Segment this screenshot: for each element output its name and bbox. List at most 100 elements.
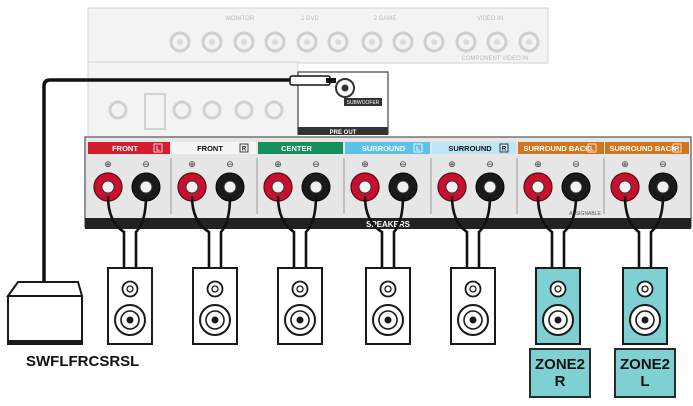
terminal-positive-hole-3: [358, 180, 372, 194]
speakers-bar-label: SPEAKERS: [366, 220, 411, 229]
speaker-tweeter-1: [206, 280, 224, 298]
panel-label-4: COMPONENT VIDEO IN: [462, 56, 529, 62]
video-jack-7: [392, 31, 414, 53]
channel-label-4: SURROUND: [448, 144, 492, 153]
speaker-tweeter-core-4: [469, 285, 477, 293]
channel-mark-3: L: [416, 147, 420, 153]
channel-label-5: SURROUND BACK: [523, 144, 591, 153]
channel-mark-box-3: [413, 143, 423, 153]
video-jack-center-1: [209, 39, 215, 45]
speaker-tweeter-core-3: [384, 285, 392, 293]
video-jack-5: [327, 31, 349, 53]
speaker-woofer-core-6: [641, 316, 649, 324]
cable-positive-3: [363, 195, 384, 268]
pre-out-bar: [298, 127, 388, 135]
cable-positive-6: [623, 195, 641, 268]
speaker-tweeter-core-0: [126, 285, 134, 293]
terminal-negative-hole-3: [396, 180, 410, 194]
channel-label-3: SURROUND: [362, 144, 406, 153]
speaker-woofer-ring-6: [635, 310, 655, 330]
terminal-minus-sign-1: ⊖: [226, 159, 234, 169]
subwoofer-icon: [7, 295, 83, 345]
cable-negative-0: [134, 195, 148, 268]
subwoofer-base: [8, 340, 82, 344]
video-jack-center-2: [241, 39, 247, 45]
video-jack-center-10: [494, 39, 500, 45]
terminal-positive-hole-5: [531, 180, 545, 194]
terminal-minus-sign-5: ⊖: [572, 159, 580, 169]
zone2-l-line1: ZONE2: [619, 356, 670, 373]
speaker-tweeter-core-5: [554, 285, 562, 293]
cable-negative-5: [562, 195, 578, 268]
channel-mark-4: R: [502, 147, 507, 153]
channel-label-2: CENTER: [281, 144, 312, 153]
zone2-r-label: ZONE2 R: [529, 348, 591, 398]
video-jack-10: [486, 31, 508, 53]
audio-jack-2: [202, 100, 222, 120]
video-jack-center-4: [304, 39, 310, 45]
video-jack-4: [296, 31, 318, 53]
channel-mark-1: R: [242, 147, 247, 153]
video-jack-11: [518, 31, 540, 53]
speaker-tweeter-0: [121, 280, 139, 298]
video-jack-center-8: [431, 39, 437, 45]
channel-label-bg-0: [88, 142, 170, 154]
video-jack-center-7: [400, 39, 406, 45]
video-jack-9: [455, 31, 477, 53]
zone2-r-line2: R: [554, 373, 566, 390]
panel-label-0: 1 DVD: [301, 16, 319, 22]
video-jack-center-3: [272, 39, 278, 45]
speaker-woofer-core-5: [554, 316, 562, 324]
video-jack-center-0: [177, 39, 183, 45]
subwoofer-cable: [42, 78, 292, 282]
audio-jack-3: [234, 100, 254, 120]
video-jack-0: [169, 31, 191, 53]
video-jack-2: [233, 31, 255, 53]
video-jack-center-11: [526, 39, 532, 45]
channel-label-0: FRONT: [112, 144, 138, 153]
channel-mark-box-4: [499, 143, 509, 153]
speaker-tweeter-4: [464, 280, 482, 298]
terminal-positive-hole-6: [618, 180, 632, 194]
terminal-negative-hole-4: [483, 180, 497, 194]
assignable-label: ASSIGNABLE: [569, 211, 601, 217]
terminal-minus-sign-3: ⊖: [399, 159, 407, 169]
cable-negative-1: [219, 195, 232, 268]
speaker-tweeter-core-6: [641, 285, 649, 293]
subwoofer-top: [6, 281, 84, 297]
speaker-woofer-ring-1: [205, 310, 225, 330]
speaker-woofer-core-4: [469, 316, 477, 324]
speaker-tweeter-core-2: [296, 285, 304, 293]
terminal-plus-sign-0: ⊕: [104, 159, 112, 169]
terminal-positive-hole-0: [101, 180, 115, 194]
channel-mark-box-6: [672, 143, 682, 153]
panel-label-2: MONITOR: [226, 16, 255, 22]
speaker-woofer-ring-2: [290, 310, 310, 330]
cable-positive-2: [276, 195, 296, 268]
channel-mark-box-0: [153, 143, 163, 153]
channel-label-bg-1: [172, 142, 256, 154]
channel-mark-6: R: [675, 147, 680, 153]
audio-input-panel: [87, 61, 299, 138]
subwoofer-tag-label: SUBWOOFER: [347, 100, 380, 106]
terminal-minus-sign-4: ⊖: [486, 159, 494, 169]
speaker-tweeter-3: [379, 280, 397, 298]
channel-mark-0: L: [156, 147, 160, 153]
audio-jack-0: [108, 100, 128, 120]
speaker-woofer-ring-5: [548, 310, 568, 330]
terminal-plus-sign-4: ⊕: [448, 159, 456, 169]
subwoofer-pre-out-jack-pin: [341, 84, 349, 92]
cable-positive-4: [450, 195, 469, 268]
zone2-l-label: ZONE2 L: [614, 348, 676, 398]
video-jack-1: [201, 31, 223, 53]
speaker-tweeter-6: [636, 280, 654, 298]
cable-negative-4: [477, 195, 492, 268]
video-jack-center-5: [335, 39, 341, 45]
speaker-woofer-ring-0: [120, 310, 140, 330]
channel-label-bg-6: [605, 142, 689, 154]
channel-label-bg-5: [518, 142, 604, 154]
cable-positive-5: [536, 195, 554, 268]
channel-mark-box-5: [587, 143, 597, 153]
terminal-minus-sign-2: ⊖: [312, 159, 320, 169]
